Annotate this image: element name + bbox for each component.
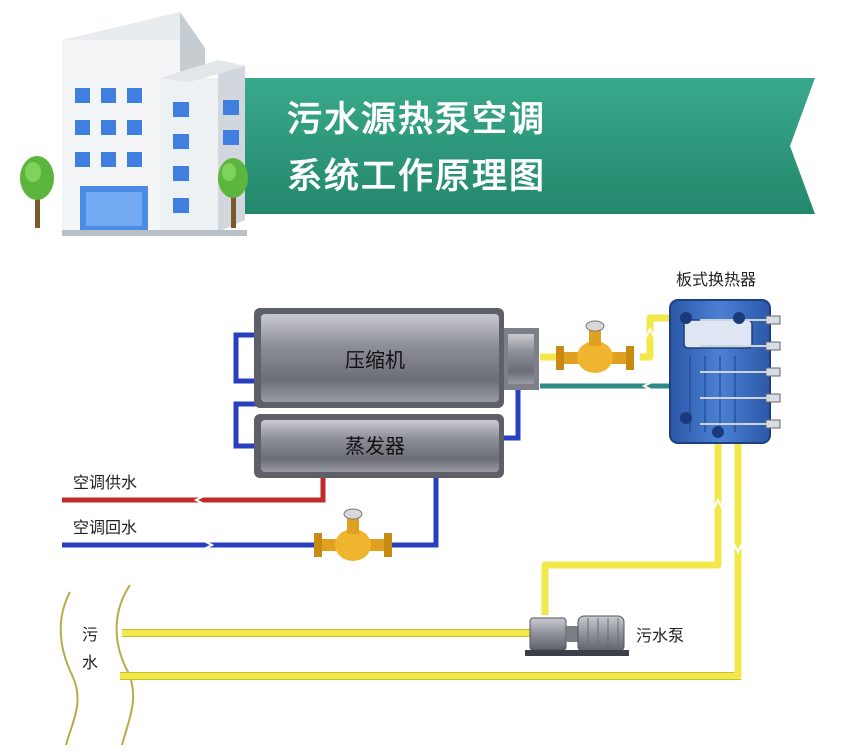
title-banner: 污水源热泵空调 系统工作原理图: [245, 78, 815, 214]
return-pipe-label: 空调回水: [73, 518, 137, 537]
arrow-icon: [641, 379, 657, 393]
banner-ribbon: [245, 78, 815, 214]
pump-icon: [314, 508, 392, 561]
sewage-channel: [59, 584, 135, 746]
evaporator-label: 蒸发器: [345, 434, 405, 458]
heat-exchanger-label: 板式换热器: [676, 270, 756, 289]
return-pipe: [62, 478, 439, 548]
title-line-2: 系统工作原理图: [287, 157, 546, 197]
tree-icon: [20, 156, 54, 228]
supply-pipe: [62, 478, 326, 503]
arrow-icon: [643, 326, 657, 342]
plate-heat-exchanger: [669, 299, 781, 444]
arrow-icon: [731, 539, 745, 555]
circulation-pipe: [540, 383, 689, 410]
arrow-icon: [193, 493, 209, 507]
pump-icon: [556, 320, 634, 373]
supply-pipe-label: 空调供水: [73, 473, 137, 492]
arrow-icon: [711, 497, 725, 513]
motor-icon: [525, 615, 629, 656]
compressor-label: 压缩机: [345, 348, 405, 372]
evaporator-unit: 蒸发器: [254, 414, 504, 478]
sewage-pump-label: 污水泵: [636, 626, 684, 645]
building-icon: [62, 12, 247, 236]
sewage-label-char-1: 污: [82, 625, 98, 644]
compressor-unit: 压缩机: [254, 308, 539, 408]
tree-icon: [218, 158, 248, 228]
sewage-label-char-2: 水: [82, 653, 98, 672]
title-line-1: 污水源热泵空调: [287, 100, 546, 140]
arrow-icon: [199, 538, 215, 552]
sewage-pipe-outline: [120, 629, 742, 680]
